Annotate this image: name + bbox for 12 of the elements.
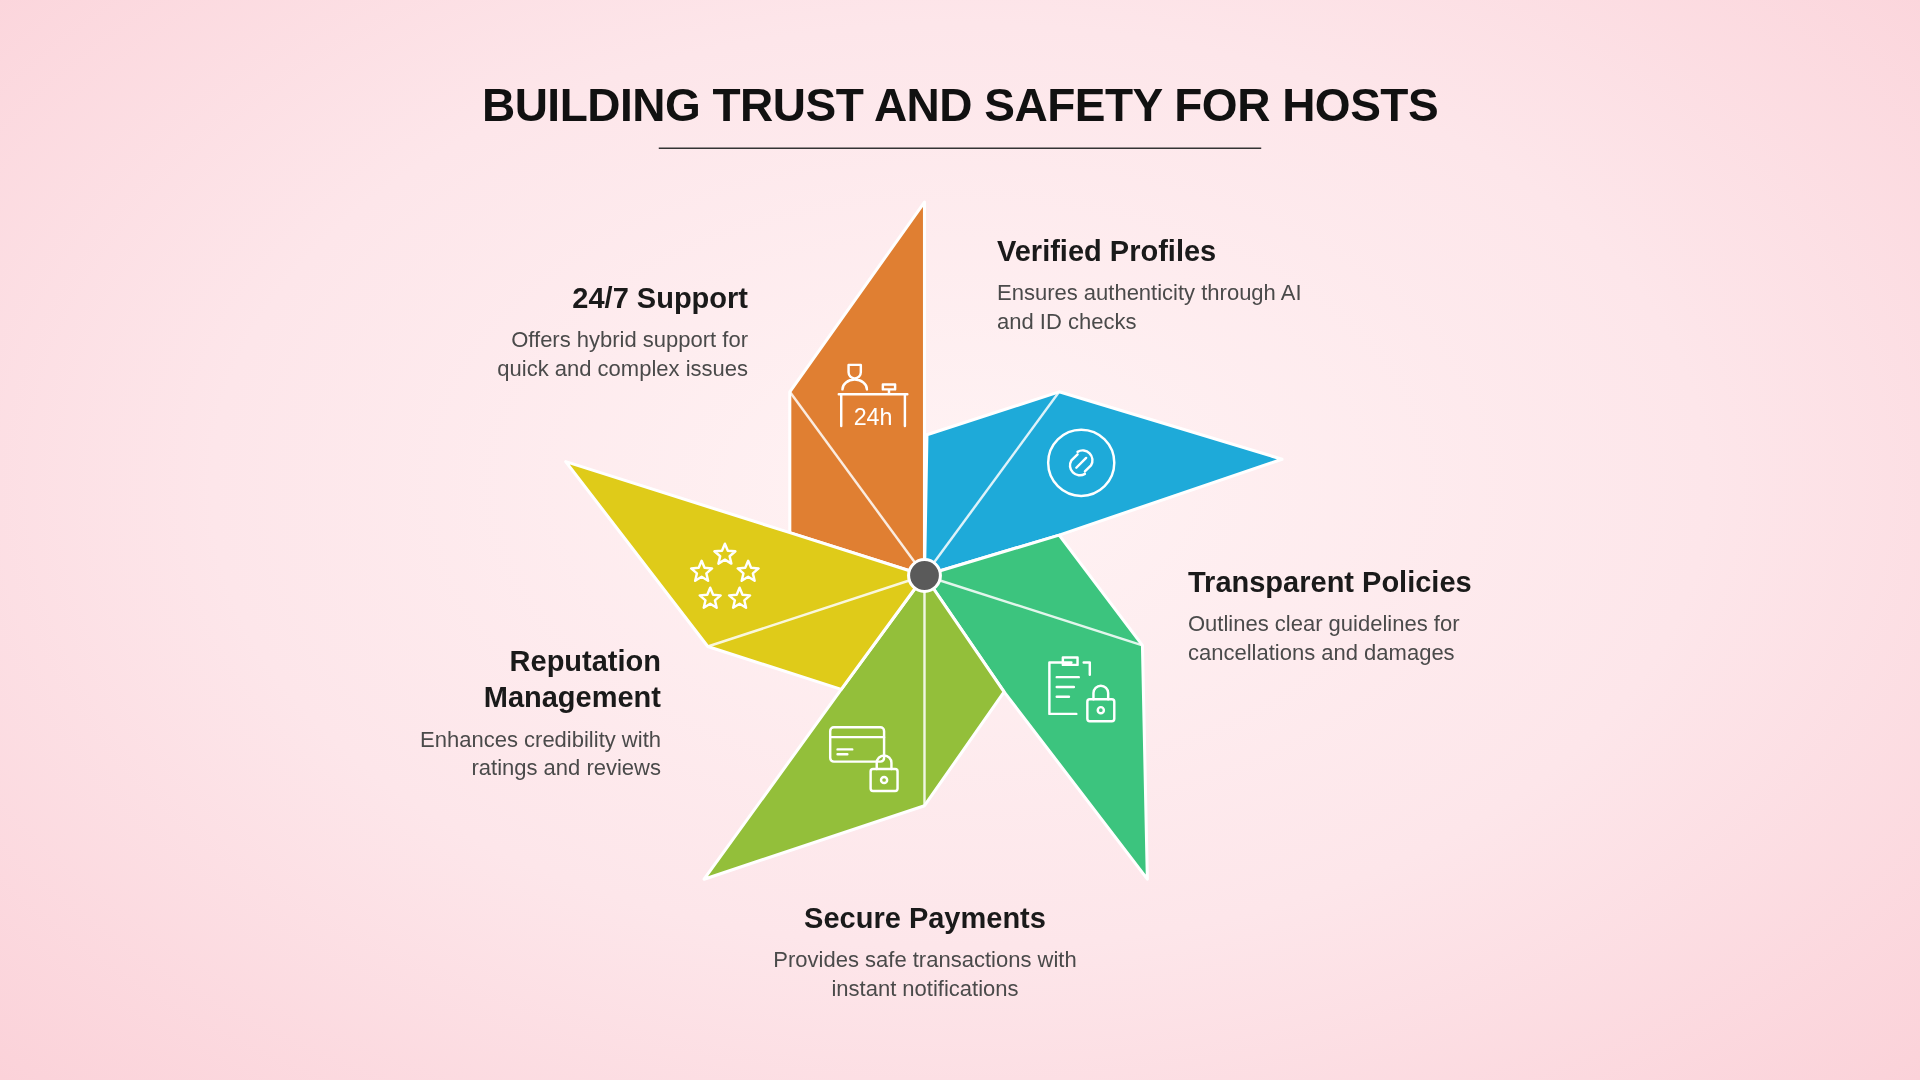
heading: Secure Payments xyxy=(803,901,1047,936)
description: Ensures authenticity through AI and ID checks xyxy=(997,279,1303,336)
description: Enhances credibility with ratings and reviews xyxy=(419,725,661,783)
title: BUILDING TRUST AND SAFETY FOR HOSTS xyxy=(480,78,1440,132)
description: Offers hybrid support for quick and complex issues xyxy=(496,326,748,383)
description: Provides safe transactions with instant notifications xyxy=(772,946,1078,1003)
description: Outlines clear guidelines for cancellations and damages xyxy=(1188,610,1461,667)
heading: Verified Profiles xyxy=(997,234,1218,269)
heading: Transparent Policies xyxy=(1188,565,1473,600)
icon-label: 24h xyxy=(853,403,893,430)
heading: 24/7 Support xyxy=(571,281,748,316)
heading: Reputation Management xyxy=(482,644,661,716)
